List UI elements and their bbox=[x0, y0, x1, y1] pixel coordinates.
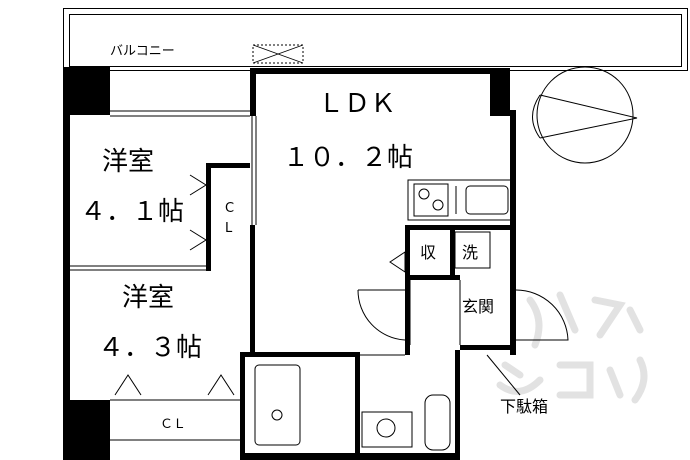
room1-label: 洋室 bbox=[102, 147, 154, 177]
walls bbox=[63, 67, 516, 460]
toilet-icon bbox=[424, 394, 451, 451]
stove-icon bbox=[413, 183, 449, 217]
ldk-size: １０．２帖 bbox=[283, 143, 413, 173]
entrance-label: 玄関 bbox=[462, 297, 494, 316]
ldk-label: ＬＤＫ bbox=[318, 89, 396, 119]
kitchen-counter bbox=[407, 179, 514, 221]
compass-icon bbox=[532, 66, 638, 164]
shoe-box-label: 下駄箱 bbox=[500, 397, 548, 416]
balcony-label: バルコニー bbox=[110, 44, 175, 59]
bathroom bbox=[254, 364, 451, 451]
washer-pan bbox=[454, 231, 491, 269]
sink-icon bbox=[465, 185, 509, 215]
storage-label: 収 bbox=[420, 243, 436, 262]
bathtub-icon bbox=[254, 364, 301, 446]
closet-l: L bbox=[225, 221, 233, 236]
closet-c: C bbox=[225, 201, 234, 216]
balcony bbox=[63, 8, 688, 71]
ac-unit-icon bbox=[252, 44, 304, 64]
watermark-logo bbox=[496, 291, 648, 404]
doors bbox=[114, 174, 569, 396]
washbasin-icon bbox=[361, 411, 413, 448]
room2-size: ４．３帖 bbox=[98, 333, 202, 363]
shoe-box-pointer bbox=[486, 354, 521, 396]
room1-size: ４．１帖 bbox=[80, 197, 184, 227]
room2-label: 洋室 bbox=[122, 283, 174, 313]
washer-label: 洗 bbox=[462, 243, 478, 262]
closet-bottom: ＣＬ bbox=[160, 417, 186, 432]
partitions bbox=[70, 110, 461, 441]
